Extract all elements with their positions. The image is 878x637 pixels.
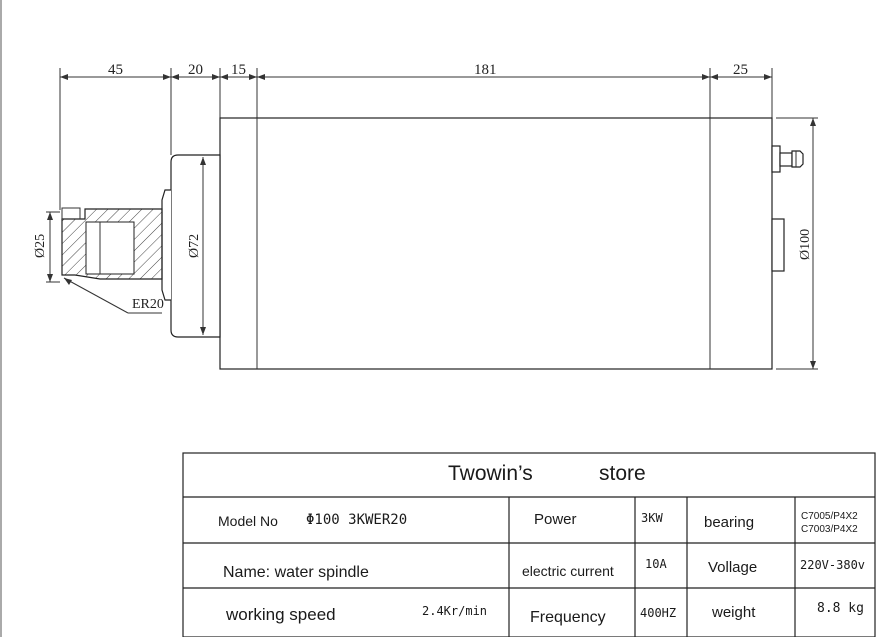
dim-181: 181 (474, 62, 497, 78)
dim-20: 20 (188, 62, 203, 78)
voltage-label: Vollage (708, 559, 758, 576)
dim-dia72-group: Ø72 (187, 157, 206, 335)
spindle-body (219, 117, 773, 370)
speed-value: 2.4Kr/min (422, 604, 488, 618)
dim-dia100: Ø100 (798, 229, 813, 260)
dim-45: 45 (108, 62, 123, 78)
voltage-value: 220V-380v (800, 558, 866, 572)
frequency-value: 400HZ (640, 606, 677, 620)
weight-value: 8.8 kg (817, 601, 864, 616)
dim-25: 25 (733, 62, 748, 78)
spec-table-grid (182, 452, 876, 637)
store-name: Twowin’s (448, 462, 533, 485)
weight-label: weight (712, 604, 756, 621)
bearing-value-2: C7003/P4X2 (801, 524, 858, 535)
model-value: Φ100 3KWER20 (306, 512, 408, 528)
frequency-label: Frequency (530, 609, 606, 626)
er20-collet-nut (61, 207, 163, 280)
store-word: store (599, 462, 646, 485)
dim-dia100-group: Ø100 (776, 117, 818, 370)
speed-label: working speed (226, 605, 336, 624)
dim-dia72: Ø72 (187, 234, 202, 258)
water-fitting (771, 145, 804, 173)
top-dimension-chain: 45 20 15 181 25 (59, 62, 773, 210)
current-value: 10A (645, 557, 667, 571)
dim-dia25-group: Ø25 (33, 211, 60, 283)
bearing-value-1: C7005/P4X2 (801, 511, 858, 522)
dim-dia25: Ø25 (33, 234, 48, 258)
er20-label: ER20 (132, 297, 164, 312)
model-label: Model No (218, 513, 278, 529)
power-value: 3KW (641, 511, 663, 525)
bearing-label: bearing (704, 514, 755, 531)
current-label: electric current (522, 563, 614, 579)
er20-callout: ER20 (63, 277, 164, 314)
cable-connector (771, 218, 785, 272)
name-label: Name: water spindle (223, 564, 369, 581)
dim-15: 15 (231, 62, 246, 78)
power-label: Power (534, 511, 577, 528)
spindle-nose (161, 154, 221, 338)
